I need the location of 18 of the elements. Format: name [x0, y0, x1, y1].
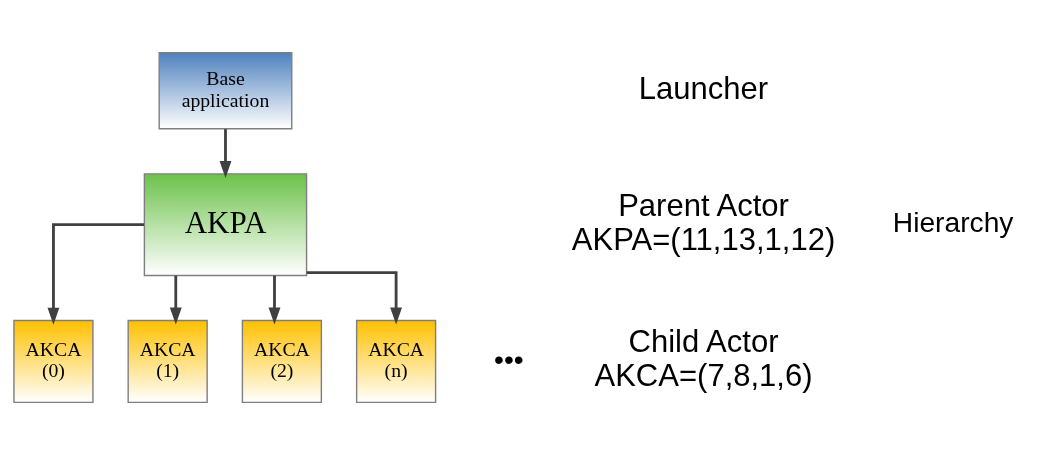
- arrow: [268, 275, 281, 325]
- label: •••: [494, 342, 524, 375]
- node-box: AKCA (0): [13, 319, 94, 404]
- node-box: AKPA: [143, 173, 308, 277]
- label: Parent Actor: [618, 187, 789, 223]
- node-box: Base application: [158, 51, 293, 130]
- arrow: [47, 223, 144, 325]
- node-box: AKCA (1): [127, 319, 208, 404]
- label: Hierarchy: [892, 205, 1014, 238]
- arrow: [219, 129, 232, 179]
- arrow: [169, 275, 182, 325]
- node-box: AKCA (n): [355, 319, 437, 404]
- label: Launcher: [638, 70, 769, 106]
- label: AKPA=(11,13,1,12): [571, 221, 836, 257]
- label: Child Actor: [628, 324, 779, 360]
- label: AKCA=(7,8,1,6): [594, 358, 813, 394]
- node-box: AKCA (2): [241, 319, 323, 404]
- arrow: [306, 271, 403, 325]
